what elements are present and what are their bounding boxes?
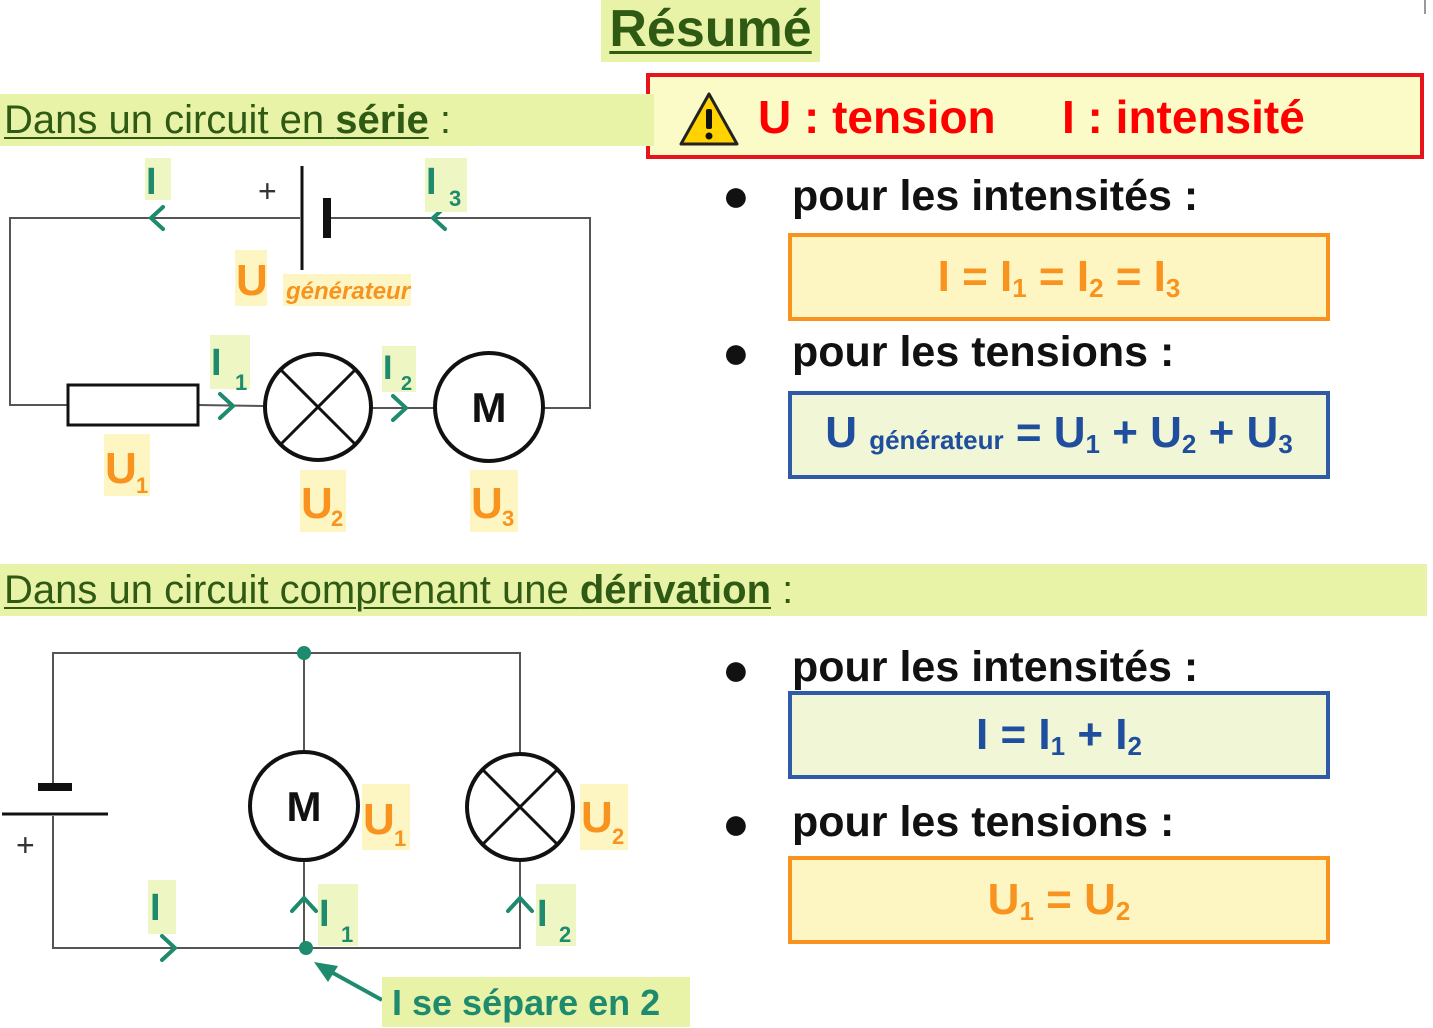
- lamp: [465, 752, 575, 862]
- label-I1-sub: 1: [341, 922, 353, 947]
- node-bottom: [299, 941, 313, 955]
- label-U3: U: [471, 479, 503, 528]
- derivation-intensites-box: I = I1 + I2: [788, 691, 1330, 779]
- bullet: ●: [722, 169, 750, 221]
- label-I3-sub: 3: [449, 186, 461, 211]
- label-I: I: [150, 887, 161, 929]
- label-U1-sub: 1: [136, 473, 148, 498]
- wire-right: [330, 217, 591, 409]
- derivation-circuit-diagram: + M I I 1 I 2 U 1 U 2 I se sépare en: [2, 646, 690, 1027]
- label-U2-sub: 2: [331, 506, 343, 531]
- label-U2-sub: 2: [612, 824, 624, 849]
- label-I2-sub: 2: [559, 922, 571, 947]
- warning-icon: [679, 92, 739, 146]
- label-U3-sub: 3: [502, 506, 514, 531]
- motor-label: M: [287, 783, 322, 830]
- derivation-tensions-box: U1 = U2: [788, 856, 1330, 944]
- series-circuit-diagram: + M I I 3 I 1 I 2 U générateur U 1: [9, 158, 591, 532]
- page-title: Résumé: [601, 0, 820, 62]
- battery-plus: +: [258, 173, 277, 209]
- label-I: I: [146, 161, 157, 203]
- bullet: ●: [722, 797, 750, 849]
- heading-suffix: :: [771, 568, 794, 612]
- motor: [433, 351, 545, 463]
- arrow-I1: [290, 895, 318, 913]
- serie-tensions-box: U générateur = U1 + U2 + U3: [788, 391, 1330, 479]
- serie-intensites-label: pour les intensités :: [792, 172, 1199, 220]
- label-I1: I: [319, 893, 330, 935]
- label-U1-sub: 1: [394, 826, 406, 851]
- arrow-I2: [506, 895, 534, 913]
- section-derivation-heading: Dans un circuit comprenant une dérivatio…: [0, 564, 1427, 616]
- arrow-I: [160, 934, 178, 962]
- legend-box: U : tension I : intensité: [646, 73, 1424, 159]
- heading-suffix: :: [428, 98, 451, 142]
- label-U1: U: [363, 795, 395, 844]
- pointer-arrow-head: [314, 962, 338, 982]
- node-top: [297, 646, 311, 660]
- arrow-I: [148, 205, 165, 231]
- note-separation: I se sépare en 2: [392, 982, 660, 1023]
- pointer-arrow-line: [323, 966, 383, 1002]
- heading-text: Dans un circuit en: [4, 98, 336, 142]
- label-U: U: [236, 256, 268, 305]
- arrow-I1: [218, 392, 236, 420]
- wire-outer-top: [52, 652, 521, 786]
- arrow-I2: [391, 394, 409, 422]
- battery-plus: +: [16, 827, 35, 863]
- label-I2: I: [537, 893, 548, 935]
- wire-outer-bottom: [52, 816, 521, 949]
- label-I3: I: [426, 161, 437, 203]
- legend-tension: U : tension: [758, 91, 996, 143]
- bullet: ●: [722, 326, 750, 378]
- section-serie-heading: Dans un circuit en série :: [0, 94, 654, 146]
- heading-text: Dans un circuit comprenant une: [4, 568, 580, 612]
- derivation-intensites-label: pour les intensités :: [792, 643, 1199, 691]
- motor: [248, 750, 360, 862]
- resistor: [66, 383, 200, 427]
- bullet: ●: [722, 643, 750, 695]
- serie-tensions-label: pour les tensions :: [792, 328, 1175, 376]
- label-U1: U: [105, 444, 137, 493]
- label-U2: U: [581, 793, 613, 842]
- label-I1: I: [211, 342, 222, 384]
- label-I1-sub: 1: [235, 370, 247, 395]
- heading-bold: dérivation: [579, 568, 772, 612]
- label-generateur: générateur: [285, 278, 412, 305]
- label-U2: U: [301, 479, 333, 528]
- edge-mark: [1424, 0, 1426, 14]
- derivation-tensions-label: pour les tensions :: [792, 798, 1175, 846]
- label-I2-sub: 2: [401, 373, 412, 395]
- label-I2: I: [383, 349, 392, 387]
- lamp: [263, 352, 373, 462]
- heading-bold: série: [335, 98, 429, 142]
- wire-left: [9, 217, 300, 406]
- legend-intensite: I : intensité: [1062, 91, 1305, 143]
- serie-intensites-box: I = I1 = I2 = I3: [788, 233, 1330, 321]
- motor-label: M: [472, 384, 507, 431]
